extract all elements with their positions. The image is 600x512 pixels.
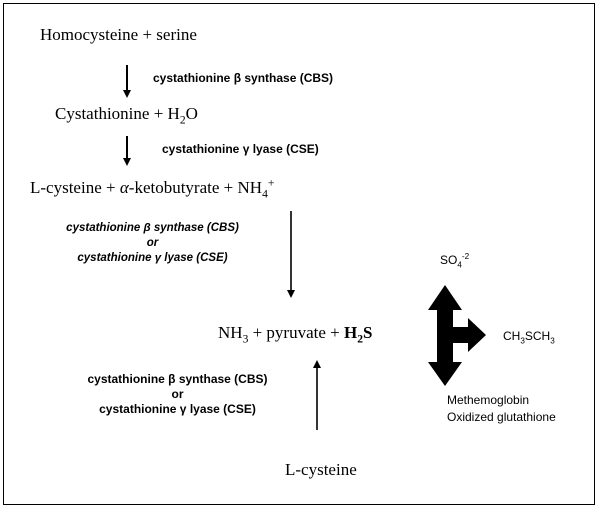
arrow-head-2 <box>123 158 131 166</box>
lcysteine-bottom-label: L-cysteine <box>285 460 357 479</box>
products-label: NH3 + pyruvate + H2S <box>218 323 373 346</box>
cystathionine-water-label: Cystathionine + H2O <box>55 104 198 127</box>
diagram-frame <box>3 3 595 505</box>
lcysteine-ketobutyrate-label: L-cysteine + α-ketobutyrate + NH4+ <box>30 176 275 201</box>
oxidation-products-group: Methemoglobin Oxidized glutathione <box>447 392 556 426</box>
arrow-head-3 <box>287 290 295 298</box>
methemoglobin-label: Methemoglobin <box>447 393 530 407</box>
homocysteine-serine-label: Homocysteine + serine <box>40 25 197 44</box>
dimethyl-sulfide-label: CH3SCH3 <box>503 329 555 346</box>
enzyme-cse-label-2: cystathionine γ lyase (CSE) <box>77 252 228 264</box>
enzyme-group-middle: cystathionine β synthase (CBS) or cystat… <box>30 221 275 266</box>
oxidized-glutathione-label: Oxidized glutathione <box>447 410 556 424</box>
arrow-head-4 <box>313 360 321 368</box>
enzyme-or-label-2: or <box>146 237 159 249</box>
enzyme-cbs-label-3: cystathionine β synthase (CBS) <box>87 372 268 386</box>
arrow-head-1 <box>123 90 131 98</box>
enzyme-cbs-label-2: cystathionine β synthase (CBS) <box>66 222 239 234</box>
enzyme-group-bottom: cystathionine β synthase (CBS) or cystat… <box>55 372 300 417</box>
enzyme-or-label-3: or <box>171 387 184 401</box>
enzyme-cse-label-3: cystathionine γ lyase (CSE) <box>99 402 256 416</box>
enzyme-cbs-label-1: cystathionine β synthase (CBS) <box>153 71 334 85</box>
enzyme-cse-label-1: cystathionine γ lyase (CSE) <box>162 142 319 156</box>
h2s-fate-big-arrow <box>428 285 486 386</box>
sulfate-label: SO4-2 <box>440 252 470 270</box>
h2s-label: H2S <box>344 323 373 346</box>
